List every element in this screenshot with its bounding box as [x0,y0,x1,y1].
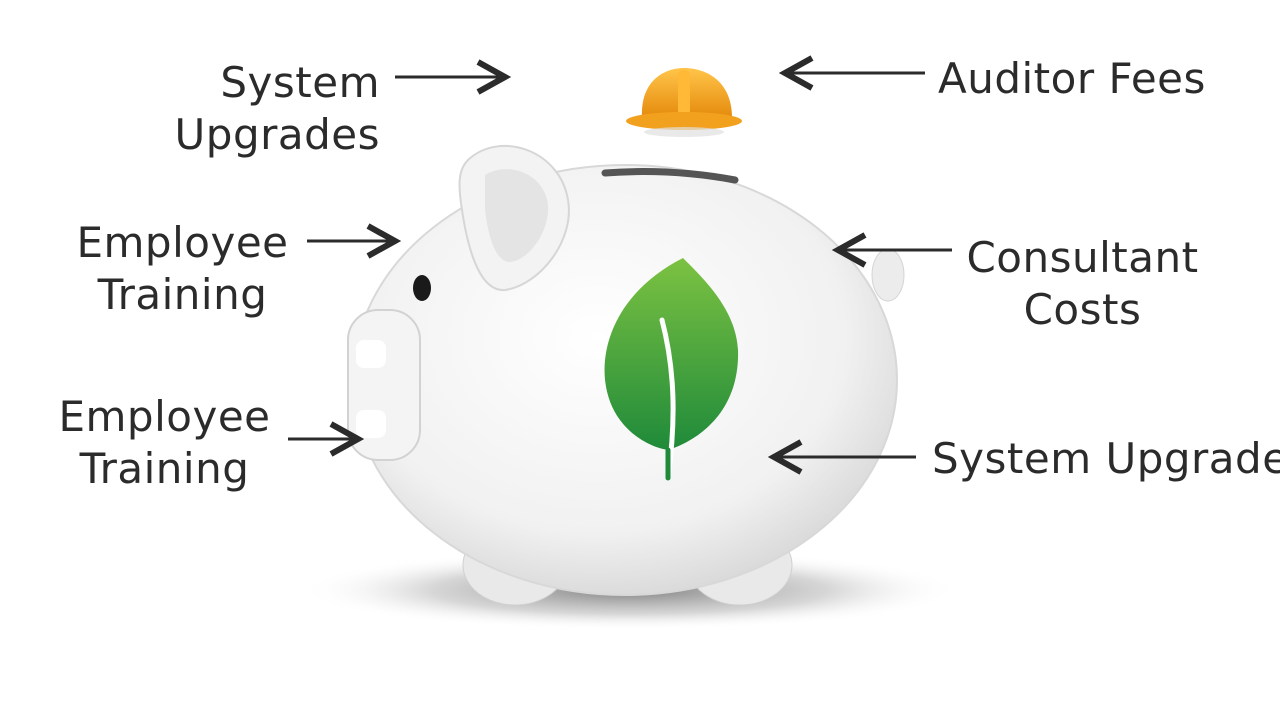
label-line: System [220,58,380,107]
label-line: Employee [58,392,271,441]
label-employee-training-upper: Employee Training [60,217,305,321]
label-line: Employee [76,218,289,267]
label-line: Training [97,270,268,319]
hard-hat-icon [626,68,742,137]
label-line: Costs [1023,285,1142,334]
label-system-upgrade: System Upgrade [932,434,1280,483]
label-auditor-fees: Auditor Fees [938,54,1206,103]
label-employee-training-lower: Employee Training [42,391,287,495]
label-system-upgrades: System Upgrades [150,57,380,161]
label-line: Training [79,444,250,493]
label-consultant-costs: Consultant Costs [955,232,1210,336]
label-line: Upgrades [174,110,380,159]
leaf-icon [604,258,739,481]
label-line: Consultant [966,233,1199,282]
